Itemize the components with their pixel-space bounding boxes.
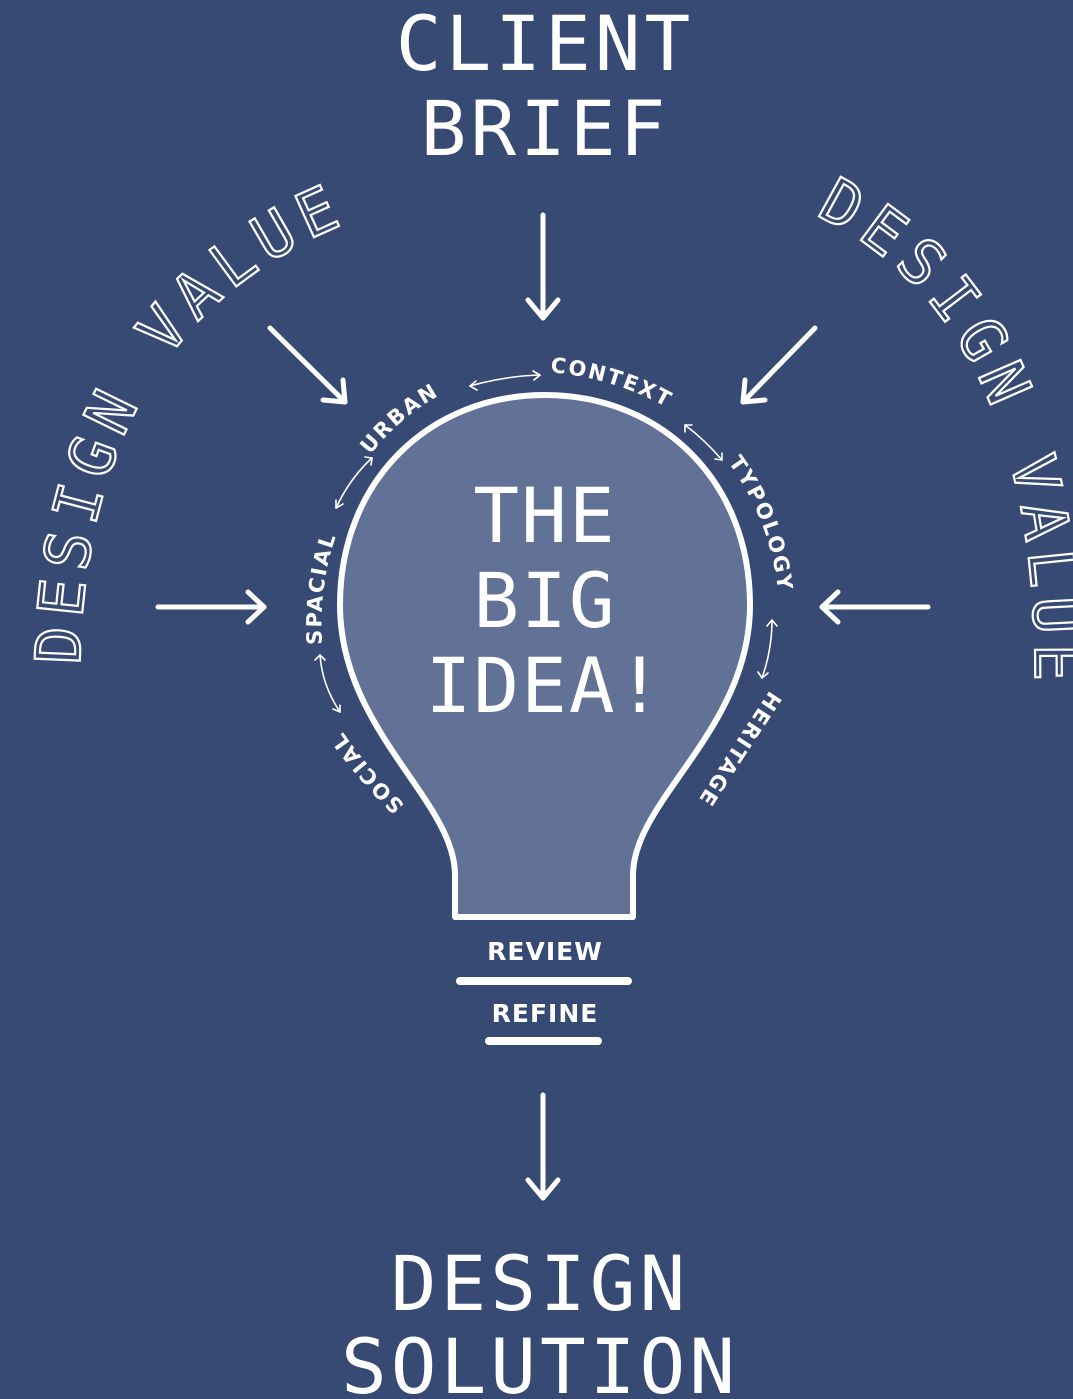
review-label: REVIEW: [487, 937, 603, 966]
design-solution-line-1: DESIGN: [391, 1239, 690, 1328]
big-idea-text: THE BIG IDEA!: [426, 471, 665, 730]
connector-urban-context: [469, 370, 541, 391]
arrow-idea-to-solution: [525, 1092, 561, 1201]
arrow-right-diagonal: [740, 325, 818, 405]
design-solution-line-2: SOLUTION: [341, 1322, 739, 1399]
arrow-left-diagonal: [267, 325, 348, 405]
ring-connectors: [314, 370, 778, 713]
client-brief-line-2: BRIEF: [421, 84, 670, 173]
big-idea-line-2: BIG: [473, 556, 616, 645]
client-brief-heading: CLIENT BRIEF: [396, 0, 695, 173]
connector-spacial-social: [314, 654, 341, 713]
connector-typology-heritage: [757, 619, 778, 679]
big-idea-line-3: IDEA!: [426, 641, 665, 730]
bulb-base: REVIEW REFINE: [456, 937, 632, 1045]
client-brief-line-1: CLIENT: [396, 0, 695, 88]
arrow-brief-to-idea: [525, 212, 561, 321]
big-idea-line-1: THE: [473, 471, 616, 560]
arrow-left-horizontal: [155, 589, 267, 625]
connector-urban-spacial: [335, 456, 373, 509]
design-solution-heading: DESIGN SOLUTION: [341, 1239, 739, 1399]
design-values-left-text: DESIGN VALUES: [0, 0, 349, 667]
lightbulb-icon: [337, 392, 753, 920]
refine-label: REFINE: [492, 999, 599, 1028]
ring-label-spacial: SPACIAL: [302, 529, 341, 645]
arrow-right-horizontal: [819, 589, 931, 625]
design-values-left-label: DESIGN VALUES: [0, 0, 357, 665]
connector-context-typology: [684, 424, 723, 461]
